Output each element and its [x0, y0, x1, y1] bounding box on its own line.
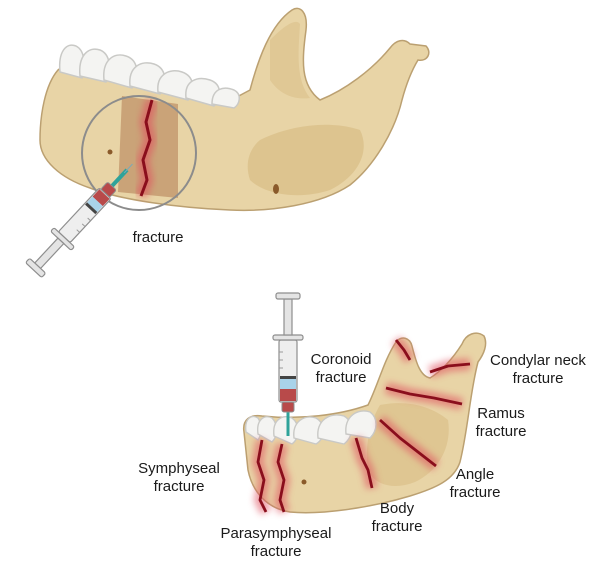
symphyseal-fracture-label: Symphyseal fracture	[130, 460, 228, 496]
lower-foramen	[302, 480, 307, 485]
condylar-neck-fracture-label: Condylar neck fracture	[486, 352, 590, 388]
upper-foramen	[273, 184, 279, 194]
angle-fracture-label: Angle fracture	[440, 466, 510, 502]
top-fracture-label: fracture	[118, 229, 198, 247]
parasymphyseal-fracture-label: Parasymphyseal fracture	[214, 525, 338, 561]
ramus-fracture-label: Ramus fracture	[466, 405, 536, 441]
body-fracture-label: Body fracture	[362, 500, 432, 536]
coronoid-fracture-label: Coronoid fracture	[298, 351, 384, 387]
upper-lens-dot	[108, 150, 113, 155]
upper-mandible	[23, 8, 428, 279]
upper-mandible-bone	[40, 8, 429, 210]
